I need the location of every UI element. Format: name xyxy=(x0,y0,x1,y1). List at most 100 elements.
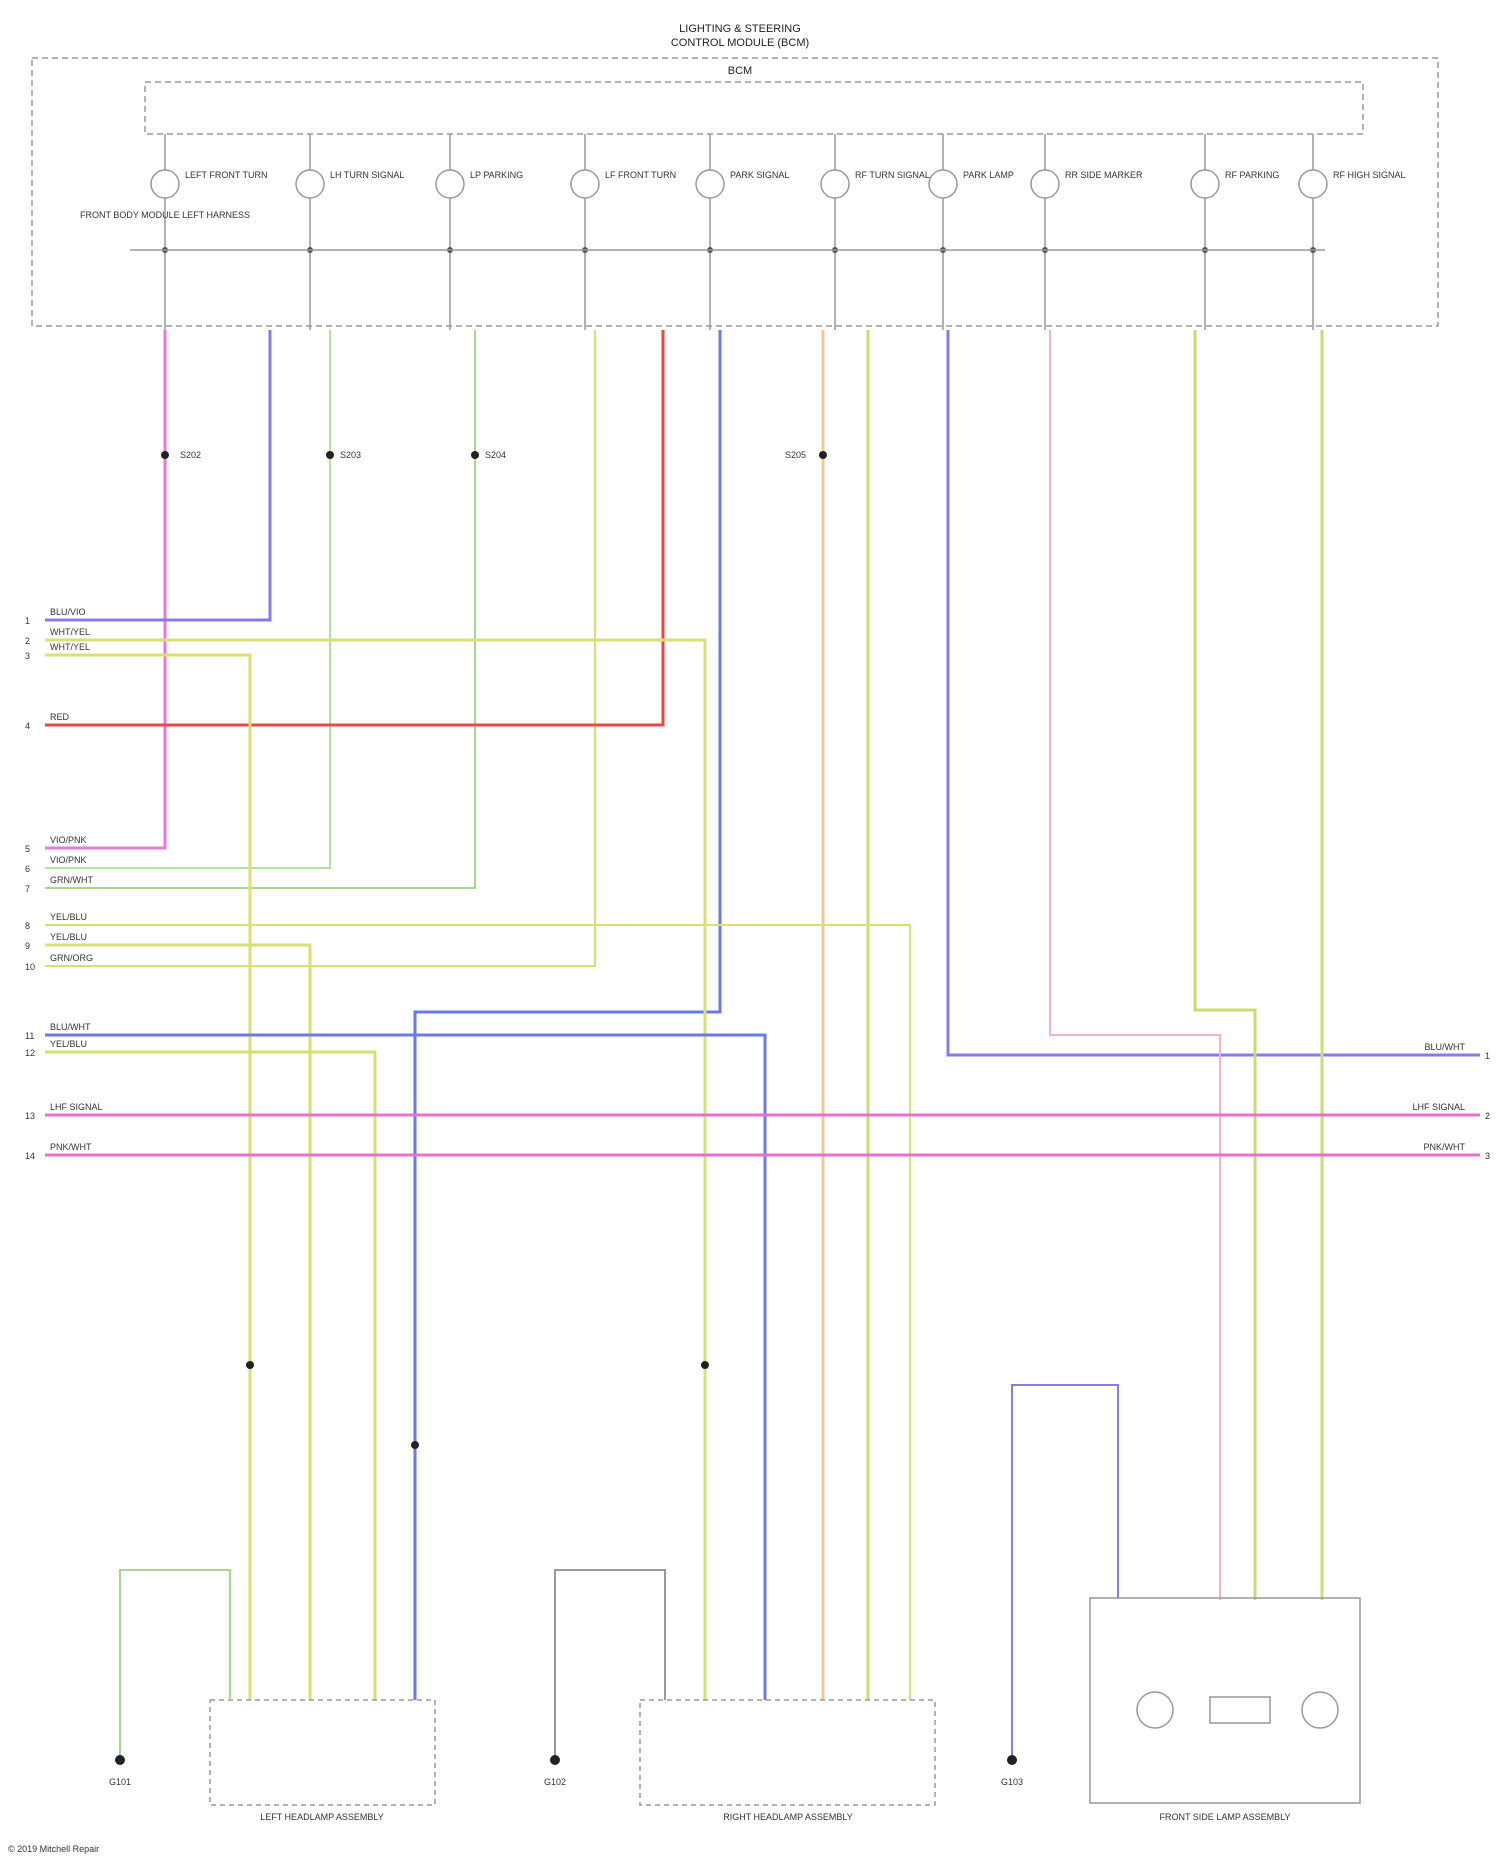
right-headlamp-box xyxy=(640,1700,935,1805)
wire-color-label: VIO/PNK xyxy=(50,835,87,845)
driver-label: RF HIGH SIGNAL xyxy=(1333,170,1406,180)
wire-violet-1 xyxy=(45,330,270,620)
driver-label: PARK LAMP xyxy=(963,170,1014,180)
driver-transistor xyxy=(1031,170,1059,198)
driver-transistor xyxy=(1299,170,1327,198)
wire-blue-h1 xyxy=(45,1035,765,1700)
wire-number: 11 xyxy=(25,1031,34,1041)
wire-yellow-h4 xyxy=(45,945,310,1700)
splice-dot-6 xyxy=(701,1361,709,1369)
left-wire-labels: 1BLU/VIO2WHT/YEL3WHT/YEL4RED5VIO/PNK6VIO… xyxy=(25,607,103,1161)
splice-dot-7 xyxy=(411,1441,419,1449)
wire-number: 10 xyxy=(25,962,35,972)
wire-color-label: WHT/YEL xyxy=(50,627,90,637)
driver-transistor xyxy=(929,170,957,198)
splice-dot-4 xyxy=(819,451,827,459)
wire-number: 3 xyxy=(1485,1151,1490,1161)
module-outline xyxy=(32,58,1438,326)
ground-wire-1 xyxy=(120,1570,230,1760)
wire-red-1 xyxy=(45,330,663,725)
wire-yellow-green-2 xyxy=(1195,330,1255,1600)
splice-dot-3 xyxy=(471,451,479,459)
splice-label-4: S205 xyxy=(785,450,806,460)
module-inner-outline xyxy=(145,82,1363,134)
wire-yellow-1 xyxy=(45,330,595,966)
wire-color-label: LHF SIGNAL xyxy=(50,1102,103,1112)
driver-label: LH TURN SIGNAL xyxy=(330,170,404,180)
driver-label: RR SIDE MARKER xyxy=(1065,170,1143,180)
ground-label-2: G102 xyxy=(544,1777,566,1787)
wire-number: 9 xyxy=(25,941,30,951)
vertical-wires xyxy=(45,330,1480,1700)
driver-transistor xyxy=(696,170,724,198)
ground-label-3: G103 xyxy=(1001,1777,1023,1787)
driver-label: RF PARKING xyxy=(1225,170,1279,180)
right-headlamp-label: RIGHT HEADLAMP ASSEMBLY xyxy=(723,1812,853,1822)
splice-dot-2 xyxy=(326,451,334,459)
module-title-line2: CONTROL MODULE (BCM) xyxy=(671,37,809,49)
wire-number: 1 xyxy=(25,616,30,626)
driver-label: PARK SIGNAL xyxy=(730,170,789,180)
wire-color-label: YEL/BLU xyxy=(50,912,87,922)
left-headlamp-box xyxy=(210,1700,435,1805)
wire-number: 6 xyxy=(25,864,30,874)
wire-pink-1 xyxy=(45,330,165,848)
driver-label: LEFT FRONT TURN xyxy=(185,170,268,180)
driver-transistor xyxy=(821,170,849,198)
wire-violet-2 xyxy=(948,330,1480,1055)
driver-transistor xyxy=(1191,170,1219,198)
wire-number: 13 xyxy=(25,1111,35,1121)
wire-color-label: VIO/PNK xyxy=(50,855,87,865)
module-title-line1: LIGHTING & STEERING xyxy=(679,23,801,35)
wire-yellow-h3 xyxy=(45,925,910,1700)
driver-transistor xyxy=(296,170,324,198)
splice-points xyxy=(161,451,827,1449)
wire-color-label: GRN/WHT xyxy=(50,875,93,885)
wire-number: 7 xyxy=(25,884,30,894)
ground-label-1: G101 xyxy=(109,1777,131,1787)
wire-yellow-h5 xyxy=(45,1052,375,1700)
side-lamp-bulb-1 xyxy=(1137,1692,1173,1728)
side-lamp-label: FRONT SIDE LAMP ASSEMBLY xyxy=(1159,1812,1290,1822)
driver-transistor xyxy=(571,170,599,198)
splice-label-3: S204 xyxy=(485,450,506,460)
wire-number: 12 xyxy=(25,1048,35,1058)
wire-green-1 xyxy=(45,330,330,868)
wire-number: 8 xyxy=(25,921,30,931)
wire-green-2 xyxy=(45,330,475,888)
left-headlamp-label: LEFT HEADLAMP ASSEMBLY xyxy=(260,1812,384,1822)
ground-wire-2 xyxy=(555,1570,665,1760)
wire-color-label: PNK/WHT xyxy=(50,1142,92,1152)
driver-transistor xyxy=(436,170,464,198)
splice-label-1: S202 xyxy=(180,450,201,460)
wire-color-label: GRN/ORG xyxy=(50,953,93,963)
wire-color-label: LHF SIGNAL xyxy=(1412,1102,1465,1112)
wire-number: 5 xyxy=(25,844,30,854)
ground-dot-1 xyxy=(115,1755,125,1765)
wire-color-label: YEL/BLU xyxy=(50,1039,87,1049)
wire-blue-1 xyxy=(415,330,720,1700)
wire-color-label: PNK/WHT xyxy=(1424,1142,1466,1152)
ground-wire-3 xyxy=(1012,1385,1118,1760)
wire-number: 14 xyxy=(25,1151,35,1161)
wire-color-label: BLU/WHT xyxy=(50,1022,91,1032)
driver-label: RF TURN SIGNAL xyxy=(855,170,930,180)
wire-color-label: BLU/VIO xyxy=(50,607,86,617)
footer-text: © 2019 Mitchell Repair xyxy=(8,1844,99,1854)
module-inner-label: BCM xyxy=(728,65,752,77)
wire-color-label: WHT/YEL xyxy=(50,642,90,652)
driver-label: LP PARKING xyxy=(470,170,523,180)
driver-transistor xyxy=(151,170,179,198)
splice-dot-1 xyxy=(161,451,169,459)
wire-number: 2 xyxy=(25,636,30,646)
right-wire-labels: 1BLU/WHT2LHF SIGNAL3PNK/WHT xyxy=(1412,1042,1490,1161)
ground-wires xyxy=(120,1385,1118,1760)
wire-number: 3 xyxy=(25,651,30,661)
side-lamp-bulb-2 xyxy=(1302,1692,1338,1728)
wire-yellow-h2 xyxy=(45,655,250,1700)
side-lamp-module xyxy=(1210,1697,1270,1723)
left-side-label: FRONT BODY MODULE LEFT HARNESS xyxy=(80,210,250,220)
